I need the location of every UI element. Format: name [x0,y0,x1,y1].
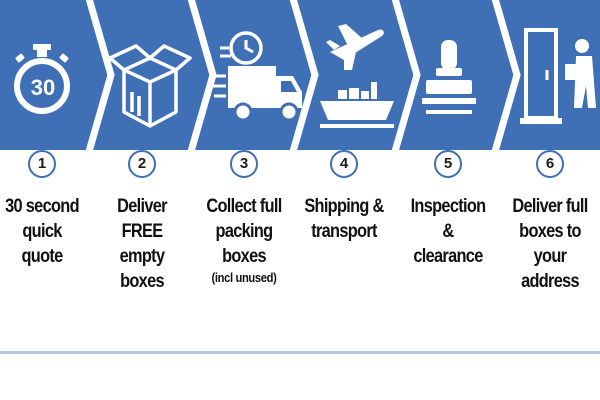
stopwatch-icon: 30 [14,44,70,114]
step-note: (incl unused) [211,270,277,285]
step-2: 2 Deliver FREE empty boxes [92,148,192,294]
chevron-separator-2 [187,0,217,150]
step-label: Deliver FREE empty boxes [117,196,167,292]
chevron-separators [85,0,521,150]
step-number-badge: 1 [28,150,56,178]
step-number-badge: 4 [330,150,358,178]
door-delivery-icon [520,28,596,124]
step-5: 5 Inspection & clearance [398,148,498,269]
chevron-separator-5 [491,0,521,150]
plane-and-ship-icon [320,24,394,128]
step-label: Shipping & transport [304,196,384,242]
step-number-badge: 2 [128,150,156,178]
chevron-separator-1 [85,0,115,150]
stopwatch-number: 30 [31,75,55,100]
step-number-badge: 3 [230,150,258,178]
process-banner: 30 [0,0,600,150]
step-6: 6 Deliver full boxes to your address [500,148,600,294]
open-box-icon [108,44,192,128]
step-label: Collect full packing boxes [206,196,282,267]
bottom-divider [0,351,600,354]
step-label: Inspection & clearance [410,196,487,267]
step-3: 3 Collect full packing boxes (incl unuse… [194,148,294,287]
step-4: 4 Shipping & transport [294,148,394,244]
step-number-badge: 5 [434,150,462,178]
step-label: 30 second quick quote [5,196,79,267]
chevron-separator-4 [391,0,421,150]
step-number-badge: 6 [536,150,564,178]
step-label: Deliver full boxes to your address [512,196,588,292]
step-1: 1 30 second quick quote [0,148,92,269]
stamp-icon [422,40,476,114]
chevron-separator-3 [289,0,319,150]
delivery-truck-icon [210,31,302,122]
process-steps: 1 30 second quick quote 2 Deliver FREE e… [0,148,600,338]
